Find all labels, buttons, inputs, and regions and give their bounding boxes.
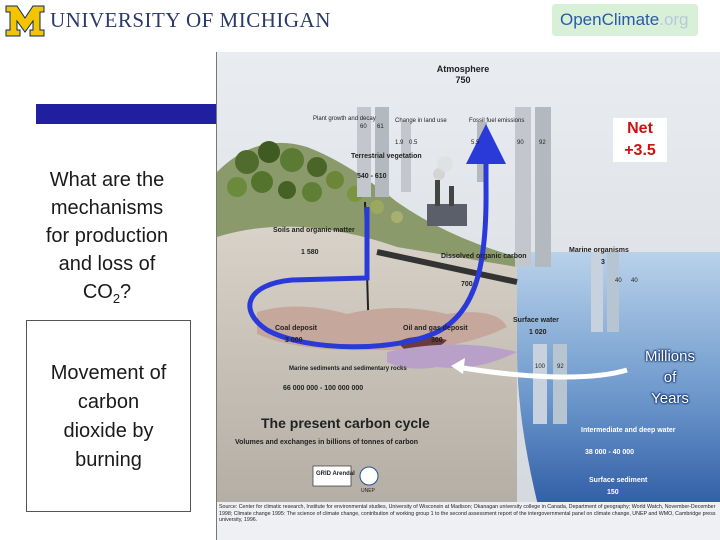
- source-strip: [217, 502, 720, 540]
- plant-growth-a: 60: [360, 124, 367, 130]
- exchange-arrows: [357, 107, 619, 424]
- millions-arrow-head: [451, 358, 465, 374]
- surface-sediment-label: Surface sediment: [589, 477, 648, 484]
- movement-box: Movement of carbon dioxide by burning: [26, 320, 191, 512]
- openclimate-suffix: .org: [659, 10, 689, 29]
- ocean-exchange-a: 90: [517, 140, 524, 146]
- coal-oil-deposit: [257, 306, 507, 351]
- fossil-value: 5.5: [471, 140, 480, 146]
- fossil-label: Fossil fuel emissions: [469, 118, 524, 124]
- dissolved-value: 700: [461, 281, 473, 288]
- burning-flow-arrow: [247, 186, 489, 350]
- marine-flux-b: 40: [631, 278, 638, 284]
- atmosphere-label: Atmosphere: [437, 64, 490, 74]
- millions-line: of: [663, 369, 677, 386]
- intermediate-label: Intermediate and deep water: [581, 427, 676, 434]
- ocean-layer: [517, 252, 720, 540]
- diagram-subtitle: Volumes and exchanges in billions of ton…: [235, 439, 418, 446]
- question-line: for production: [45, 225, 169, 247]
- carbon-cycle-diagram: Atmosphere 750 Plant growth and decay 60…: [216, 52, 720, 540]
- millions-of-years-label: Millions of Years: [629, 346, 711, 409]
- movement-line: dioxide by: [63, 420, 154, 442]
- surface-sediment-value: 150: [607, 489, 619, 496]
- page-header: UNIVERSITY OF MICHIGAN OpenClimate.org: [0, 0, 720, 44]
- deep-flux-a: 100: [535, 364, 546, 370]
- accent-bar: [36, 104, 216, 124]
- ground-layer: [217, 219, 517, 502]
- question-mark: ?: [120, 281, 132, 303]
- question-line: What are the: [49, 169, 165, 191]
- sediment-rocks: [387, 344, 517, 369]
- tree-cluster: [227, 141, 403, 223]
- surface-water-label: Surface water: [513, 317, 559, 324]
- intermediate-value: 38 000 - 40 000: [585, 449, 634, 456]
- marine-organisms-label: Marine organisms: [569, 247, 629, 254]
- source-caption: Source: Center for climatic research, In…: [219, 504, 716, 524]
- net-value: +3.5: [624, 142, 656, 159]
- land-use-label: Change in land use: [395, 118, 447, 124]
- sediment-label: Marine sediments and sedimentary rocks: [289, 366, 407, 372]
- movement-line: carbon: [77, 391, 140, 413]
- coal-value: 3 000: [285, 337, 303, 344]
- net-flux-callout: Net +3.5: [613, 118, 667, 162]
- movement-line: Movement of: [50, 362, 167, 384]
- question-text: What are the mechanisms for production a…: [28, 166, 186, 313]
- land-use-a: 1.9: [395, 140, 404, 146]
- millions-line: Millions: [644, 348, 695, 365]
- hill-terrain: [217, 142, 517, 267]
- question-line: mechanisms: [50, 197, 164, 219]
- factory-icon: [427, 156, 467, 226]
- millions-years-arrow: [456, 364, 628, 380]
- coal-label: Coal deposit: [275, 325, 318, 332]
- ocean-exchange-b: 92: [539, 140, 546, 146]
- question-line: and loss of: [58, 253, 156, 275]
- oilgas-value: 300: [431, 337, 443, 344]
- dissolved-label: Dissolved organic carbon: [441, 253, 527, 260]
- soils-value: 1 580: [301, 249, 319, 256]
- plant-growth-b: 61: [377, 124, 384, 130]
- openclimate-name: OpenClimate: [560, 10, 660, 29]
- land-use-b: 0.5: [409, 140, 418, 146]
- unep-logo-icon: [359, 466, 379, 486]
- soils-label: Soils and organic matter: [273, 227, 355, 234]
- terrestrial-label: Terrestrial vegetation: [351, 153, 422, 160]
- block-m-logo-icon: [5, 5, 45, 37]
- net-label: Net: [627, 120, 653, 137]
- oilgas-label: Oil and gas deposit: [403, 325, 468, 332]
- road: [376, 249, 518, 285]
- marine-organisms-value: 3: [601, 259, 605, 266]
- marine-flux-a: 40: [615, 278, 622, 284]
- sediment-value: 66 000 000 - 100 000 000: [283, 385, 363, 392]
- co-text: CO: [82, 281, 113, 303]
- grid-logo-text: GRID Arendal: [316, 471, 355, 477]
- movement-line: burning: [75, 449, 142, 471]
- plant-growth-label: Plant growth and decay: [313, 116, 376, 122]
- co-subscript: 2: [112, 291, 121, 306]
- unep-logo-text: UNEP: [361, 488, 376, 494]
- diagram-title: The present carbon cycle: [261, 415, 430, 431]
- grid-logo-icon: [312, 465, 352, 487]
- millions-line: Years: [651, 390, 689, 407]
- atmosphere-value: 750: [455, 75, 470, 85]
- question-line: CO2?: [28, 278, 186, 313]
- institution-name: UNIVERSITY OF MICHIGAN: [50, 8, 331, 32]
- terrestrial-value: 540 - 610: [357, 173, 387, 180]
- deep-flux-b: 92: [557, 364, 564, 370]
- openclimate-logo[interactable]: OpenClimate.org: [552, 4, 698, 36]
- surface-water-value: 1 020: [529, 329, 547, 336]
